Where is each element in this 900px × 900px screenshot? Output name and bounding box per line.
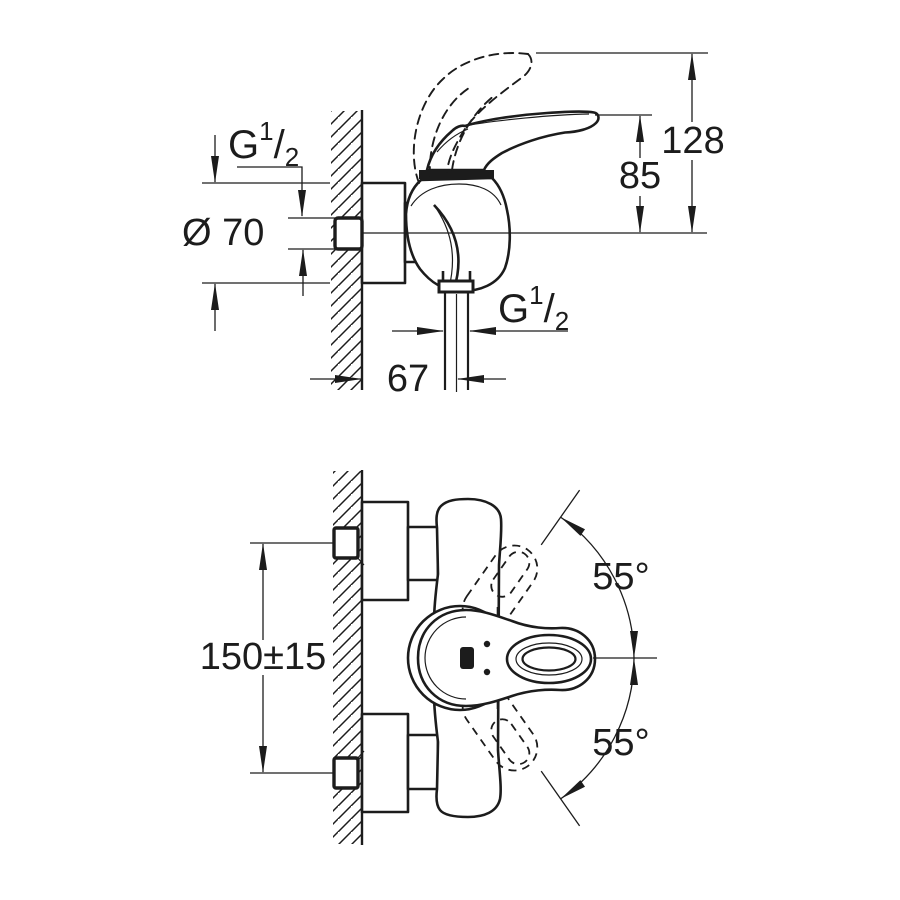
lever-handle-side	[425, 110, 600, 172]
hose-nut	[437, 279, 475, 294]
handle-hole-chamfer	[515, 642, 583, 676]
arc-arrow-lower-end	[560, 780, 586, 799]
dashed-handle-lower	[461, 682, 539, 772]
dashed-handle-lower-hole	[490, 718, 531, 766]
dim-label-open-height: 128	[661, 120, 724, 162]
wall-union-nut-top	[332, 526, 360, 560]
dimensions-side-view: G1/2 Ø 70 85 128 G1/2 67	[182, 52, 725, 400]
handle-loop-inner	[505, 633, 593, 685]
union-step-top-front	[406, 525, 440, 582]
arc-arrow-center-upper	[630, 631, 638, 658]
indicator-dot-bottom	[483, 668, 491, 676]
dim-label-lever-height: 85	[619, 155, 661, 197]
nut-chamfer-top	[355, 555, 365, 566]
dim-label-wall-thread: G1/2	[228, 116, 299, 172]
swing-angle-dimension: 55° 55°	[540, 489, 657, 827]
arc-arrow-center-lower	[630, 658, 638, 685]
body-shoulder-line	[410, 183, 502, 207]
dim-label-swing-lower: 55°	[592, 722, 649, 764]
shower-hose-outlet	[437, 271, 475, 392]
union-step-bottom-front	[406, 733, 440, 791]
dim-label-swing-upper: 55°	[592, 556, 649, 598]
dim-label-connection-spacing: 150±15	[200, 636, 327, 678]
dashed-handle-raised	[412, 52, 533, 184]
arc-arrow-upper-end	[560, 517, 586, 536]
indicator-dot-top	[483, 640, 491, 648]
spacing-dimension: 150±15	[200, 542, 334, 774]
body-swoosh-inner	[433, 204, 454, 289]
nut-chamfer-bottom	[355, 750, 365, 761]
lever-base-crease	[436, 128, 469, 153]
dim-label-hose-offset: 67	[387, 358, 429, 400]
handle-cap-inner-arc	[424, 616, 467, 700]
dim-label-escutcheon-diameter: Ø 70	[182, 212, 264, 254]
escutcheon-bottom-front	[360, 712, 410, 814]
lever-ridge-line	[457, 113, 590, 128]
dashed-handle-upper	[461, 544, 539, 634]
wall-union-nut-side	[333, 216, 364, 251]
front-view: 55° 55° 150±15	[200, 470, 657, 845]
escutcheon-top-front	[360, 500, 410, 602]
dim-label-hose-thread: G1/2	[498, 280, 569, 336]
cap-ring-band	[419, 170, 494, 179]
wall-union-nut-bottom	[332, 756, 360, 790]
lever-handle-front	[416, 608, 597, 708]
handle-hole	[521, 646, 577, 672]
side-view: G1/2 Ø 70 85 128 G1/2 67	[182, 52, 725, 400]
wall-thread-leader	[237, 166, 306, 217]
temperature-indicator	[460, 647, 474, 669]
